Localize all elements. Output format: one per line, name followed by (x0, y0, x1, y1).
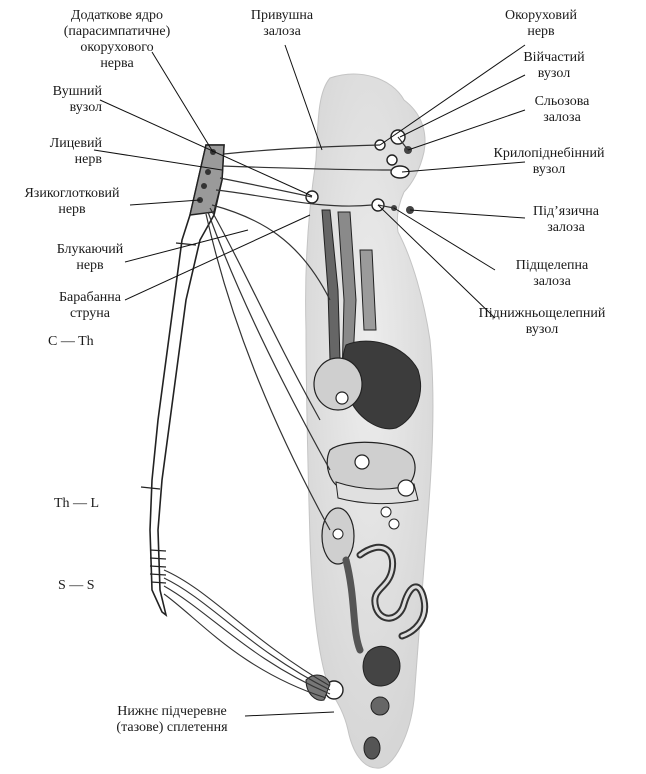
label-ciliary-ganglion: Війчастий вузол (523, 50, 585, 81)
label-pterygopalatine-ganglion: Крилопіднебінний вузол (493, 146, 605, 177)
label-accessory-nucleus: Додаткове ядро (парасимпатичне) окорухов… (63, 8, 171, 71)
label-pelvic-plexus: Нижнє підчеревне (тазове) сплетення (116, 704, 228, 735)
celiac-ganglion (354, 454, 370, 470)
label-otic-ganglion: Вушний вузол (52, 84, 102, 115)
cranial-fibers (205, 136, 409, 531)
sacral-fibers (163, 569, 331, 699)
spinal-cord (149, 144, 225, 617)
segment-c-th: C — Th (48, 334, 94, 349)
label-chorda-tympani: Барабанна струна (58, 290, 121, 321)
label-submandibular-ganglion: Піднижньощелепний вузол (478, 306, 606, 337)
lung (313, 357, 363, 411)
duodenum-ganglion (397, 479, 415, 497)
label-sublingual-gland: Під’язична залоза (533, 204, 599, 235)
label-vagus-nerve: Блукаючий нерв (56, 242, 124, 273)
intestines-inner (358, 545, 427, 638)
renal-ganglion (332, 528, 344, 540)
brainstem (189, 144, 225, 216)
cardiac-ganglion (335, 391, 349, 405)
segment-th-l: Th — L (54, 496, 100, 511)
testis (363, 736, 381, 760)
leader-lines (93, 44, 526, 717)
segment-s-s: S — S (58, 578, 95, 593)
label-glossopharyngeal-nerve: Язикоглотковий нерв (24, 186, 120, 217)
prostate (370, 696, 390, 716)
label-submandibular-gland: Підщелепна залоза (515, 258, 589, 289)
label-parotid-gland: Привушна залоза (250, 8, 314, 39)
label-lacrimal-gland: Сльозова залоза (534, 94, 590, 125)
neck-vessels (321, 209, 377, 381)
rectum (305, 674, 331, 701)
bladder (362, 645, 401, 687)
pancreas (335, 481, 419, 505)
label-facial-nerve: Лицевий нерв (49, 136, 102, 167)
small-ganglion-1 (380, 506, 392, 518)
label-oculomotor-nerve: Окоруховий нерв (504, 8, 578, 39)
small-ganglion-2 (388, 518, 400, 530)
